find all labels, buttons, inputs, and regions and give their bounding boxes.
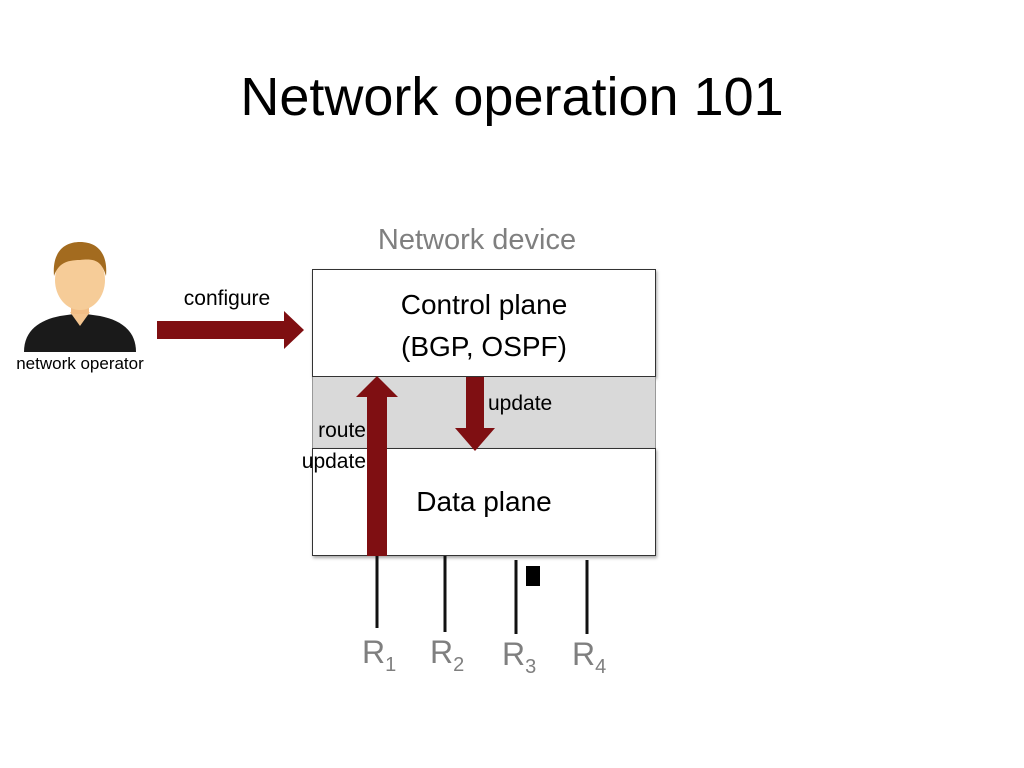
network-operator-label: network operator (16, 354, 144, 373)
port-r3-sub: 3 (525, 656, 537, 678)
control-plane-protocols: (BGP, OSPF) (401, 331, 567, 362)
control-plane-label: Control plane (400, 289, 568, 320)
port-r4-sub: 4 (595, 656, 607, 678)
control-plane-box (312, 269, 656, 377)
route-update-up-arrow (356, 376, 398, 556)
port-label-r2: R2 (430, 632, 464, 685)
configure-arrow (157, 311, 304, 349)
port-r1-base: R (362, 634, 386, 670)
configure-label: configure (183, 287, 271, 310)
port-label-r4: R4 (572, 634, 606, 687)
port-r3-base: R (502, 636, 526, 672)
packet-marker (526, 566, 540, 586)
slide-title: Network operation 101 (240, 67, 784, 127)
update-label: update (488, 392, 553, 415)
port-label-r1: R1 (362, 632, 396, 685)
port-r2-sub: 2 (453, 654, 465, 676)
data-plane-label: Data plane (416, 486, 552, 517)
route-update-label: route update (286, 415, 366, 477)
update-down-arrow (455, 377, 495, 451)
control-plane-text: Control plane (BGP, OSPF) (312, 284, 656, 368)
network-device-label: Network device (377, 224, 577, 256)
port-label-r3: R3 (502, 634, 536, 687)
route-update-line2: update (301, 450, 366, 473)
person-icon (24, 242, 136, 352)
port-r1-sub: 1 (385, 654, 397, 676)
route-update-line1: route (318, 419, 366, 442)
port-r4-base: R (572, 636, 596, 672)
port-r2-base: R (430, 634, 454, 670)
